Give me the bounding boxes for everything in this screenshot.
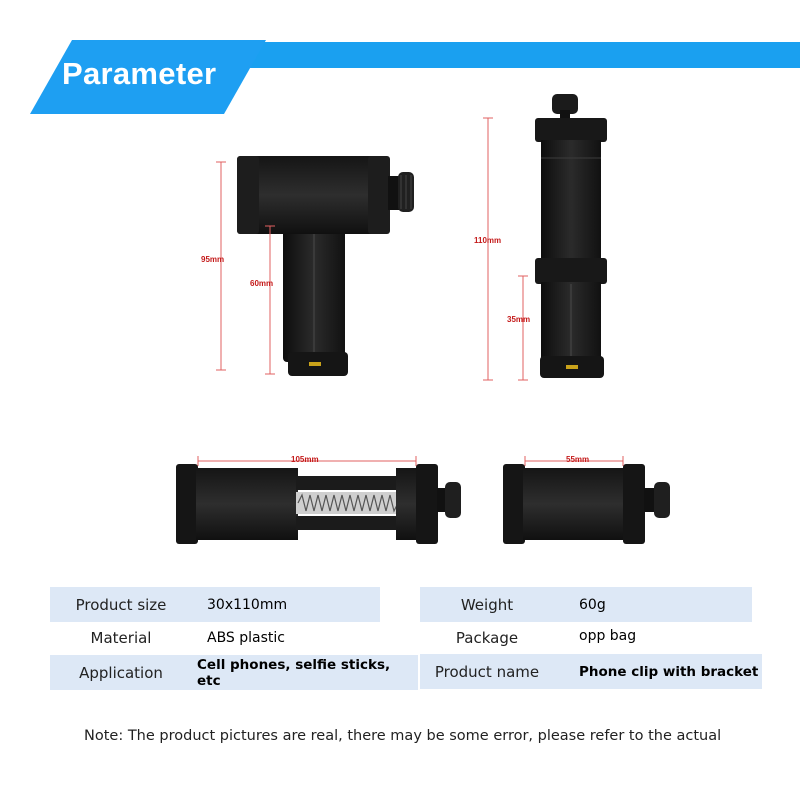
dim-35mm: 35mm [507,315,530,324]
dimension-min-width: 55mm [524,455,624,466]
side-view [535,94,607,378]
header-rule [240,42,800,68]
dim-60mm: 60mm [250,279,273,288]
spec-value-product-size: 30x110mm [192,587,380,622]
spec-value-weight: 60g [554,587,752,622]
dim-95mm: 95mm [201,255,224,264]
page-title: Parameter [62,56,217,91]
dimension-side-min: 35mm [507,275,530,381]
spec-value-material: ABS plastic [207,629,285,646]
spec-label-weight: Weight [420,587,554,622]
dimension-front-total: 95mm [201,161,226,371]
spec-label-application: Application [50,655,192,690]
dimension-side-total: 110mm [474,117,501,381]
spec-value-product-name: Phone clip with bracket [554,654,762,689]
spec-value-application: Cell phones, selfie sticks, etc [182,655,418,690]
spec-label-product-size: Product size [50,587,192,622]
header-banner [30,40,266,114]
spec-label-product-name: Product name [420,654,554,689]
top-view-extended [176,464,461,544]
dim-55mm: 55mm [566,455,589,464]
dimension-front-post: 60mm [250,225,275,375]
top-view-closed [503,464,670,544]
dim-110mm: 110mm [474,236,501,245]
spec-value-package: opp bag [579,627,637,644]
product-diagram: 95mm 60mm 110mm 35mm [176,94,670,544]
spec-label-material: Material [90,628,152,647]
dim-105mm: 105mm [291,455,319,464]
front-view [237,156,414,376]
spec-label-package: Package [455,628,519,647]
disclaimer-note: Note: The product pictures are real, the… [84,728,722,744]
dimension-max-width: 105mm [197,455,417,466]
